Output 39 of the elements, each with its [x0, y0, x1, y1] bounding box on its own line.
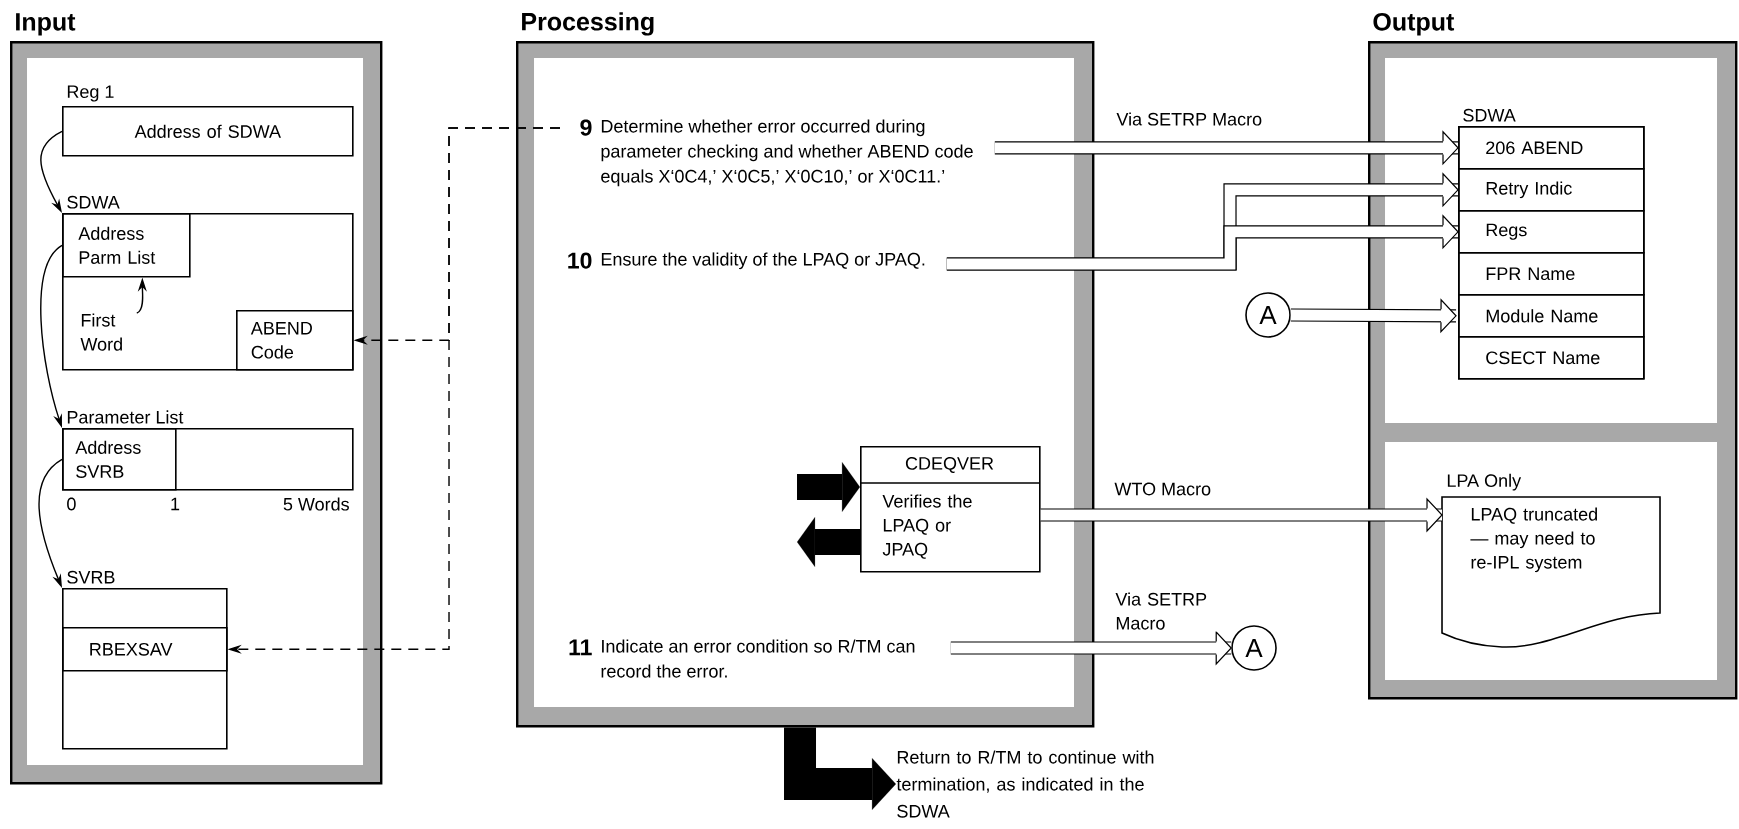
- step-text: 11 Indicate an error condition so R/TM can record the error.: [569, 639, 915, 678]
- record-field: Address SVRB: [62, 428, 177, 491]
- record-field: Address Parm List: [62, 213, 191, 278]
- hollow-arrow: [1040, 497, 1443, 533]
- box-heading: SDWA: [67, 195, 120, 209]
- record-field: 206 ABEND: [1458, 126, 1645, 170]
- record-field: RBEXSAV: [62, 627, 228, 672]
- document-heading: LPA Only: [1447, 473, 1522, 491]
- edge-label: Via SETRP Macro: [1114, 110, 1265, 128]
- record-field: Regs: [1458, 210, 1645, 254]
- record-field: Module Name: [1458, 294, 1645, 338]
- note-text: Return to R/TM to continue with termination, as indicated in the SDWA: [896, 750, 1154, 818]
- scale-label: 5 Words: [283, 497, 349, 511]
- record-field: CSECT Name: [1458, 336, 1645, 380]
- panel-heading: Output: [1373, 12, 1455, 36]
- hollow-arrow: [946, 214, 1459, 271]
- box-heading: Parameter List: [67, 410, 184, 424]
- step-text: 9 Determine whether error occurred during parameter checking and whether ABEND code equals X‘0C4,’ X‘0C5,’ X‘0C10,’ or X‘0C11.’: [580, 119, 973, 187]
- block-arrow: [784, 727, 896, 810]
- box-heading: SVRB: [67, 570, 115, 584]
- hollow-arrow: [994, 130, 1459, 166]
- annotation-text: First Word: [80, 313, 122, 351]
- edge-label: Via SETRP Macro: [1113, 590, 1226, 632]
- record-box: Address of SDWA: [62, 106, 354, 157]
- panel-heading: Input: [16, 13, 76, 36]
- block-arrow: [797, 517, 860, 567]
- module-box: CDEQVER Verifies the LPAQ or JPAQ: [859, 446, 1041, 573]
- scale-label: 1: [171, 497, 180, 511]
- box-heading: Reg 1: [67, 85, 114, 102]
- panel-heading: Processing: [522, 12, 654, 36]
- record-field: Retry Indic: [1458, 168, 1645, 212]
- hollow-arrow: [1290, 298, 1457, 334]
- hollow-arrow: [950, 630, 1233, 666]
- record-field: FPR Name: [1458, 252, 1645, 296]
- block-arrow: [797, 462, 860, 512]
- box-heading: SDWA: [1463, 108, 1516, 122]
- edge-label: WTO Macro: [1112, 480, 1214, 498]
- record-field: ABEND Code: [236, 310, 354, 371]
- step-text: 10 Ensure the validity of the LPAQ or JPAQ.: [568, 252, 925, 270]
